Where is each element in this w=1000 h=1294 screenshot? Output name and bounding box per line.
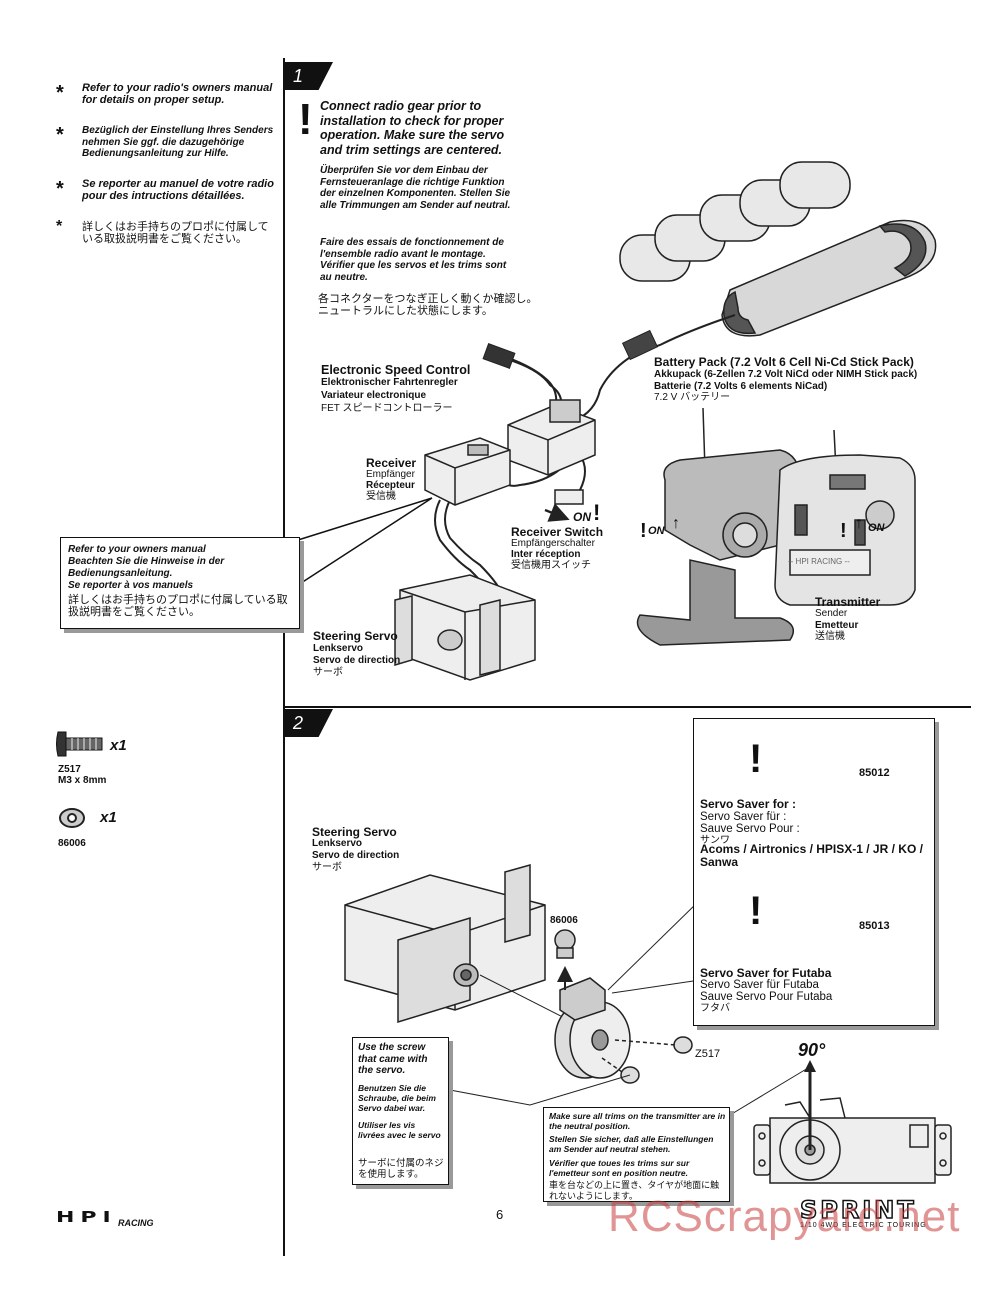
saver2-de: Servo Saver für Futaba <box>700 979 819 991</box>
step1-warning-jp: 各コネクターをつなぎ正しく動くか確認し。ニュートラルにした状態にします。 <box>318 293 538 317</box>
saver1-fr: Sauve Servo Pour : <box>700 823 800 835</box>
receiver-label-en: Receiver <box>366 456 417 470</box>
steering-servo-label-jp: サーボ <box>313 667 343 678</box>
callout-en: Refer to your owners manual <box>68 544 206 555</box>
saver1-title: Servo Saver for : <box>700 797 797 811</box>
bullet-star: * <box>56 218 63 235</box>
hpi-logo: HPI <box>56 1208 117 1227</box>
part1-qty: x1 <box>110 737 127 754</box>
hpi-racing-text: RACING <box>118 1218 154 1228</box>
receiver-switch-label-fr: Inter réception <box>511 549 581 560</box>
trim-note-fr: Vérifier que toues les trims sur sur l'e… <box>549 1158 690 1178</box>
saver1-code: 85012 <box>859 767 890 779</box>
part-86006-label: 86006 <box>550 915 578 926</box>
tx-on-label-left: ON <box>648 525 665 537</box>
saver1-brands: Acoms / Airtronics / HPISX-1 / JR / KO /… <box>700 842 923 869</box>
step1-warning-de: Überprüfen Sie vor dem Einbau der Fernst… <box>320 165 511 211</box>
battery-label-jp: 7.2 V バッテリー <box>654 392 731 403</box>
receiver-switch-label-jp: 受信機用スイッチ <box>511 560 591 571</box>
owners-manual-callout: Refer to your owners manual Beachten Sie… <box>60 537 300 629</box>
callout-jp: 詳しくはお手持ちのプロポに付属している取扱説明書をご覧ください。 <box>68 594 288 618</box>
receiver-switch-label-en: Receiver Switch <box>511 525 604 539</box>
step2-servo-label-fr: Servo de direction <box>312 850 400 861</box>
bullet-star: * <box>56 82 64 104</box>
steering-servo-label-de: Lenkservo <box>313 643 364 654</box>
receiver-on-label: ON <box>573 510 591 524</box>
transmitter-label-en: Transmitter <box>815 595 881 609</box>
callout-de: Beachten Sie die Hinweise in der Bedienu… <box>68 556 225 579</box>
step1-warning-en: Connect radio gear prior to installation… <box>320 99 505 157</box>
column-divider <box>283 58 285 1256</box>
receiver-label-jp: 受信機 <box>366 491 396 502</box>
sprint-subtitle: 1/10 4WD ELECTRIC TOURING <box>800 1222 927 1229</box>
screw-note-jp: サーボに付属のネジを使用します。 <box>358 1158 444 1180</box>
trim-note-callout: Make sure all trims on the transmitter a… <box>543 1107 730 1202</box>
trim-note-en: Make sure all trims on the transmitter a… <box>549 1111 726 1131</box>
screw-note-de: Benutzen Sie die Schraube, die beim Serv… <box>358 1083 436 1113</box>
tx-on-label-right: ON <box>868 522 885 534</box>
transmitter-label-de: Sender <box>815 608 848 619</box>
warning-icon: ! <box>298 95 313 144</box>
part1-desc: M3 x 8mm <box>58 775 107 786</box>
part2-code: 86006 <box>58 838 86 849</box>
step2-servo-label-jp: サーボ <box>312 862 342 873</box>
battery-label-en: Battery Pack (7.2 Volt 6 Cell Ni-Cd Stic… <box>654 355 914 369</box>
arrow-up-icon: ↑ <box>855 515 863 532</box>
step2-servo-label-de: Lenkservo <box>312 838 363 849</box>
saver2-fr: Sauve Servo Pour Futaba <box>700 991 833 1003</box>
part1-code: Z517 <box>58 764 81 775</box>
transmitter-label-jp: 送信機 <box>815 631 845 642</box>
transmitter-label-fr: Emetteur <box>815 620 859 631</box>
warning-icon: ! <box>749 889 763 933</box>
screw-note-en: Use the screw that came with the servo. <box>358 1042 428 1076</box>
step-divider <box>283 706 971 708</box>
part-z517-label: Z517 <box>695 1048 721 1060</box>
receiver-switch-label-de: Empfängerschalter <box>511 538 595 549</box>
tx-face-label: -- HPI RACING -- <box>788 557 850 566</box>
warning-icon: ! <box>840 520 847 542</box>
saver2-code: 85013 <box>859 920 890 932</box>
bullet-star: * <box>56 178 64 200</box>
receiver-label-fr: Récepteur <box>366 480 415 491</box>
servo-saver-box: ! 85012 Servo Saver for : Servo Saver fü… <box>693 718 935 1026</box>
bullet-star: * <box>56 124 64 146</box>
note-jp: 詳しくはお手持ちのプロポに付属している取扱説明書をご覧ください。 <box>82 221 269 245</box>
step2-servo-label-en: Steering Servo <box>312 825 397 839</box>
saver2-title: Servo Saver for Futaba <box>700 966 832 980</box>
note-de: Bezüglich der Einstellung Ihres Senders … <box>82 125 274 159</box>
arrow-up-icon: ↑ <box>672 515 680 532</box>
esc-label-de: Elektronischer Fahrtenregler <box>321 377 458 388</box>
angle-label: 90° <box>798 1040 826 1060</box>
step1-warning-fr: Faire des essais de fonctionnement de l'… <box>320 237 507 283</box>
note-en: Refer to your radio's owners manual for … <box>82 82 273 106</box>
warning-icon: ! <box>640 520 647 542</box>
page-number: 6 <box>496 1207 504 1222</box>
warning-icon: ! <box>593 500 601 525</box>
sprint-logo: SPRINT <box>799 1195 917 1225</box>
battery-label-fr: Batterie (7.2 Volts 6 elements NiCad) <box>654 381 828 392</box>
saver1-jp: サンワ <box>700 835 730 846</box>
esc-label-jp: FET スピードコントローラー <box>321 403 453 414</box>
steering-servo-label-en: Steering Servo <box>313 629 398 643</box>
esc-label-en: Electronic Speed Control <box>321 363 471 377</box>
esc-label-fr: Variateur electronique <box>321 390 427 401</box>
trim-note-de: Stellen Sie sicher, daß alle Einstellung… <box>549 1134 714 1154</box>
saver2-jp: フタバ <box>700 1003 730 1014</box>
part2-qty: x1 <box>100 809 117 826</box>
battery-label-de: Akkupack (6-Zellen 7.2 Volt NiCd oder NI… <box>654 369 918 380</box>
warning-icon: ! <box>749 737 763 781</box>
steering-servo-label-fr: Servo de direction <box>313 655 401 666</box>
receiver-label-de: Empfänger <box>366 469 415 480</box>
callout-fr: Se reporter à vos manuels <box>68 580 194 591</box>
trim-note-jp: 車を台などの上に置き、タイヤが地面に触れないようにします。 <box>549 1180 720 1201</box>
saver1-de: Servo Saver für : <box>700 811 787 823</box>
watermark: RCScrapyard.net <box>608 1192 961 1241</box>
note-fr: Se reporter au manuel de votre radio pou… <box>82 178 274 202</box>
screw-note-callout: Use the screw that came with the servo. … <box>352 1037 449 1185</box>
screw-note-fr: Utiliser les vis livrées avec le servo <box>358 1120 441 1140</box>
